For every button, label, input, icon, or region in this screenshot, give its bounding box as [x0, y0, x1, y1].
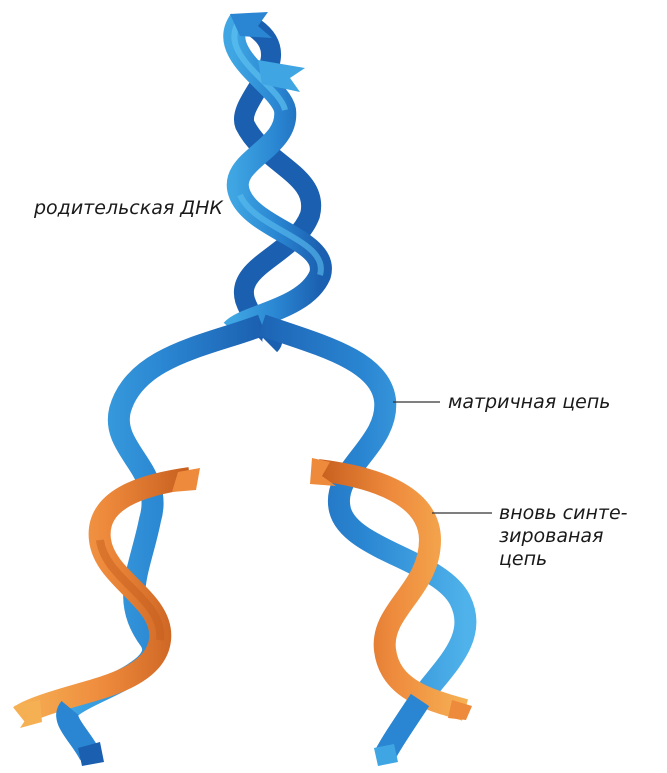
left-daughter-helix: [14, 325, 262, 766]
right-daughter-helix: [262, 325, 472, 766]
label-new-strand: вновь синте- зированая цепь: [499, 502, 659, 571]
left-new-strand: [20, 478, 190, 716]
label-template-strand: матричная цепь: [448, 391, 610, 414]
ribbon-end-right-orange-bottom: [448, 700, 472, 720]
ribbon-end-right-blue-bottom: [374, 744, 398, 766]
label-parent-dna: родительская ДНК: [34, 197, 223, 220]
parent-dna-helix: [230, 12, 321, 345]
